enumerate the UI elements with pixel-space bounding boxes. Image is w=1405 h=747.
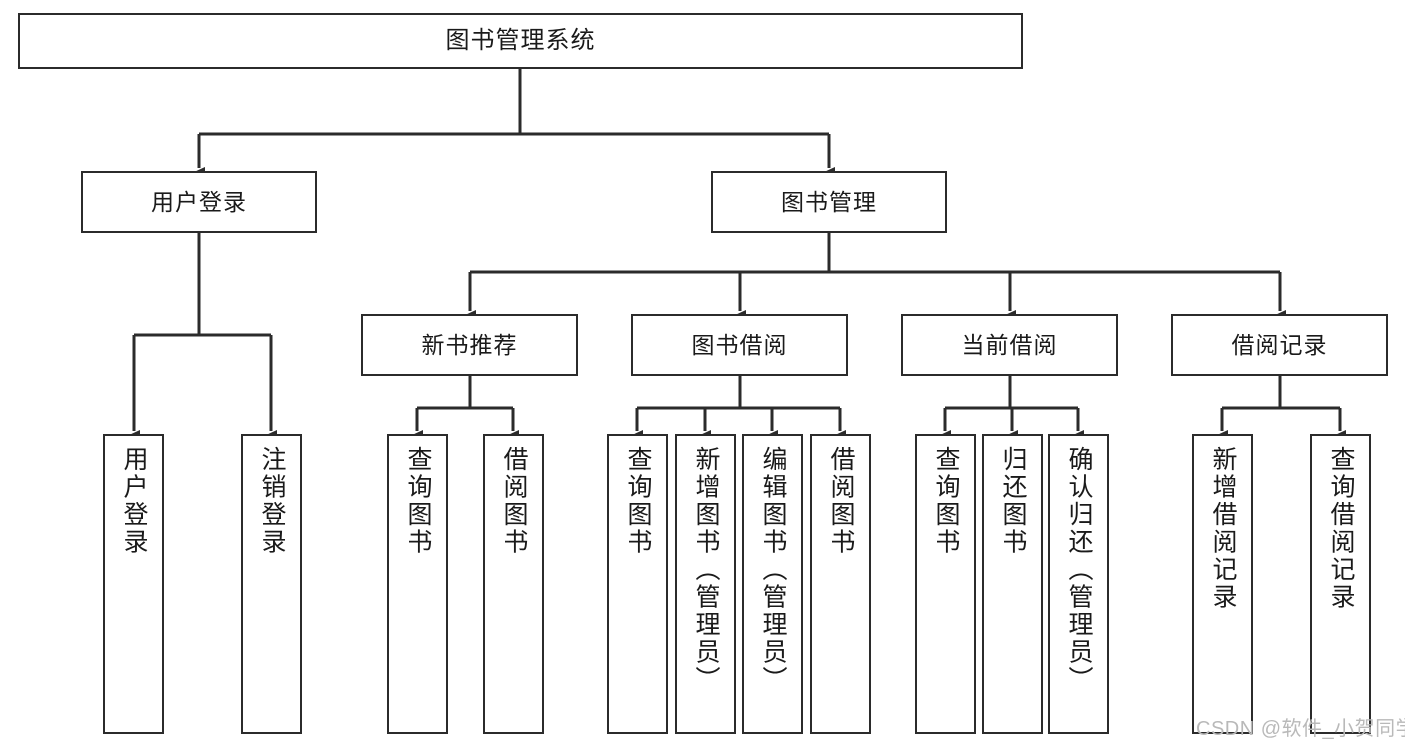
node-leaf-cur-query[interactable]: 查询图书 (915, 434, 976, 734)
node-borrow-record-label: 借阅记录 (1231, 331, 1328, 358)
node-leaf-borrow-query-label: 查询图书 (624, 446, 652, 556)
node-new-book-rec[interactable]: 新书推荐 (361, 314, 578, 376)
node-root[interactable]: 图书管理系统 (18, 13, 1023, 69)
node-leaf-rec-query2[interactable]: 查询借阅记录 (1310, 434, 1371, 734)
node-leaf-user-logout-label: 注销登录 (258, 446, 286, 556)
node-leaf-rec-query-label: 查询图书 (404, 446, 432, 556)
node-current-borrow-label: 当前借阅 (961, 331, 1058, 358)
node-leaf-rec-add[interactable]: 新增借阅记录 (1192, 434, 1253, 734)
node-borrow-record[interactable]: 借阅记录 (1171, 314, 1388, 376)
node-book-borrow[interactable]: 图书借阅 (631, 314, 848, 376)
node-book-manage[interactable]: 图书管理 (711, 171, 947, 233)
node-leaf-borrow-edit-label: 编辑图书（管理员） (759, 446, 787, 694)
node-leaf-rec-borrow[interactable]: 借阅图书 (483, 434, 544, 734)
node-leaf-rec-borrow-label: 借阅图书 (500, 446, 528, 556)
node-leaf-cur-return-label: 归还图书 (999, 446, 1027, 556)
node-leaf-rec-add-label: 新增借阅记录 (1209, 446, 1237, 611)
node-leaf-borrow-query[interactable]: 查询图书 (607, 434, 668, 734)
node-current-borrow[interactable]: 当前借阅 (901, 314, 1118, 376)
node-user-login-label: 用户登录 (151, 188, 247, 215)
node-leaf-rec-query[interactable]: 查询图书 (387, 434, 448, 734)
node-root-label: 图书管理系统 (445, 27, 596, 55)
node-book-manage-label: 图书管理 (781, 188, 877, 215)
node-leaf-user-login-label: 用户登录 (120, 446, 148, 556)
node-leaf-user-login[interactable]: 用户登录 (103, 434, 164, 734)
node-leaf-cur-query-label: 查询图书 (932, 446, 960, 556)
node-leaf-borrow-edit[interactable]: 编辑图书（管理员） (742, 434, 803, 734)
node-leaf-rec-query2-label: 查询借阅记录 (1327, 446, 1355, 611)
node-leaf-cur-confirm[interactable]: 确认归还（管理员） (1048, 434, 1109, 734)
node-leaf-borrow-add-label: 新增图书（管理员） (692, 446, 720, 694)
node-book-borrow-label: 图书借阅 (691, 331, 788, 358)
node-leaf-cur-confirm-label: 确认归还（管理员） (1065, 446, 1093, 694)
node-leaf-user-logout[interactable]: 注销登录 (241, 434, 302, 734)
node-leaf-borrow-add[interactable]: 新增图书（管理员） (675, 434, 736, 734)
node-leaf-borrow-do-label: 借阅图书 (827, 446, 855, 556)
node-leaf-cur-return[interactable]: 归还图书 (982, 434, 1043, 734)
node-new-book-rec-label: 新书推荐 (421, 331, 518, 358)
node-user-login[interactable]: 用户登录 (81, 171, 317, 233)
node-leaf-borrow-do[interactable]: 借阅图书 (810, 434, 871, 734)
